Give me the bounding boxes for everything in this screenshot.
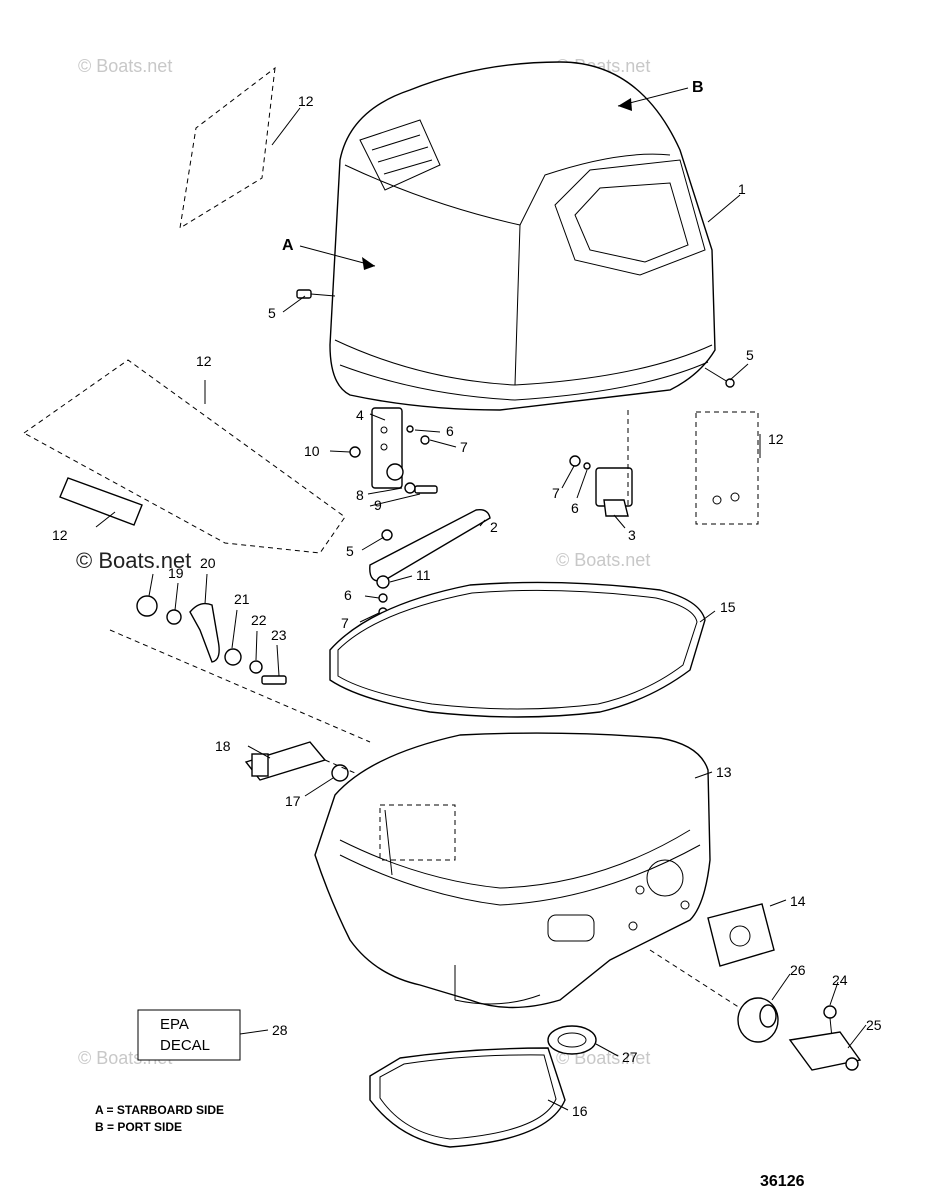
- callout-9: 9: [374, 497, 382, 513]
- hinge-18: [244, 741, 349, 782]
- callout-6: 6: [446, 423, 454, 439]
- callout-6: 6: [344, 587, 352, 603]
- callout-8: 8: [356, 487, 364, 503]
- seal-15: [329, 581, 706, 718]
- callout-12: 12: [52, 527, 68, 543]
- callout-7: 7: [552, 485, 560, 501]
- callout-1: 1: [738, 181, 746, 197]
- callout-22: 22: [251, 612, 267, 628]
- decal-12-large: [23, 359, 346, 554]
- plate-14: [707, 903, 775, 967]
- callout-28: 28: [272, 1022, 288, 1038]
- watermark: © Boats.net: [556, 550, 650, 570]
- side-label-b: B: [692, 79, 704, 96]
- grommet-27: [547, 1025, 597, 1055]
- decal-12-strip: [59, 477, 143, 526]
- grommet-26: [737, 997, 779, 1043]
- connector-25: [788, 1005, 862, 1071]
- callout-2: 2: [490, 519, 498, 535]
- latch-handle-2: [369, 508, 491, 617]
- watermark: © Boats.net: [78, 56, 172, 76]
- callout-19: 19: [168, 565, 184, 581]
- callout-18: 18: [215, 738, 231, 754]
- callout-10: 10: [304, 443, 320, 459]
- callout-7: 7: [460, 439, 468, 455]
- epa-label: EPA: [160, 1016, 189, 1033]
- gasket-16: [369, 1047, 566, 1148]
- callout-6: 6: [571, 500, 579, 516]
- callout-24: 24: [832, 972, 848, 988]
- decal-12-right: [695, 411, 759, 525]
- callout-16: 16: [572, 1103, 588, 1119]
- callout-15: 15: [720, 599, 736, 615]
- callout-20: 20: [200, 555, 216, 571]
- epa-decal-28: EPA DECAL: [137, 1009, 241, 1061]
- callout-26: 26: [790, 962, 806, 978]
- callout-25: 25: [866, 1017, 882, 1033]
- epa-decal-label: DECAL: [160, 1037, 210, 1054]
- side-label-a: A: [282, 237, 294, 254]
- callout-14: 14: [790, 893, 806, 909]
- screw-5-right: [704, 367, 735, 388]
- callout-12: 12: [768, 431, 784, 447]
- callout-5: 5: [746, 347, 754, 363]
- callout-21: 21: [234, 591, 250, 607]
- callout-7: 7: [341, 615, 349, 631]
- watermark: © Boats.net: [76, 548, 191, 573]
- screw-5-upper: [296, 289, 336, 299]
- callout-5: 5: [268, 305, 276, 321]
- latch-bracket-4: [349, 407, 438, 494]
- cowl-vent-intake: [554, 159, 706, 276]
- callout-17: 17: [285, 793, 301, 809]
- callout-11: 11: [416, 567, 431, 583]
- hardware-cluster: [136, 595, 287, 685]
- figure-number: 36126: [760, 1173, 805, 1190]
- legend-port: B = PORT SIDE: [95, 1120, 182, 1134]
- callout-12: 12: [196, 353, 212, 369]
- callout-5: 5: [346, 543, 354, 559]
- callout-12: 12: [298, 93, 314, 109]
- callout-4: 4: [356, 407, 364, 423]
- callout-23: 23: [271, 627, 287, 643]
- top-cowl: [329, 61, 716, 411]
- legend-starboard: A = STARBOARD SIDE: [95, 1103, 224, 1117]
- callout-3: 3: [628, 527, 636, 543]
- callout-27: 27: [622, 1049, 638, 1065]
- decal-12-top: [179, 66, 276, 229]
- latch-bracket-3: [569, 455, 633, 517]
- bottom-cowl-13: [314, 732, 711, 1009]
- callout-13: 13: [716, 764, 732, 780]
